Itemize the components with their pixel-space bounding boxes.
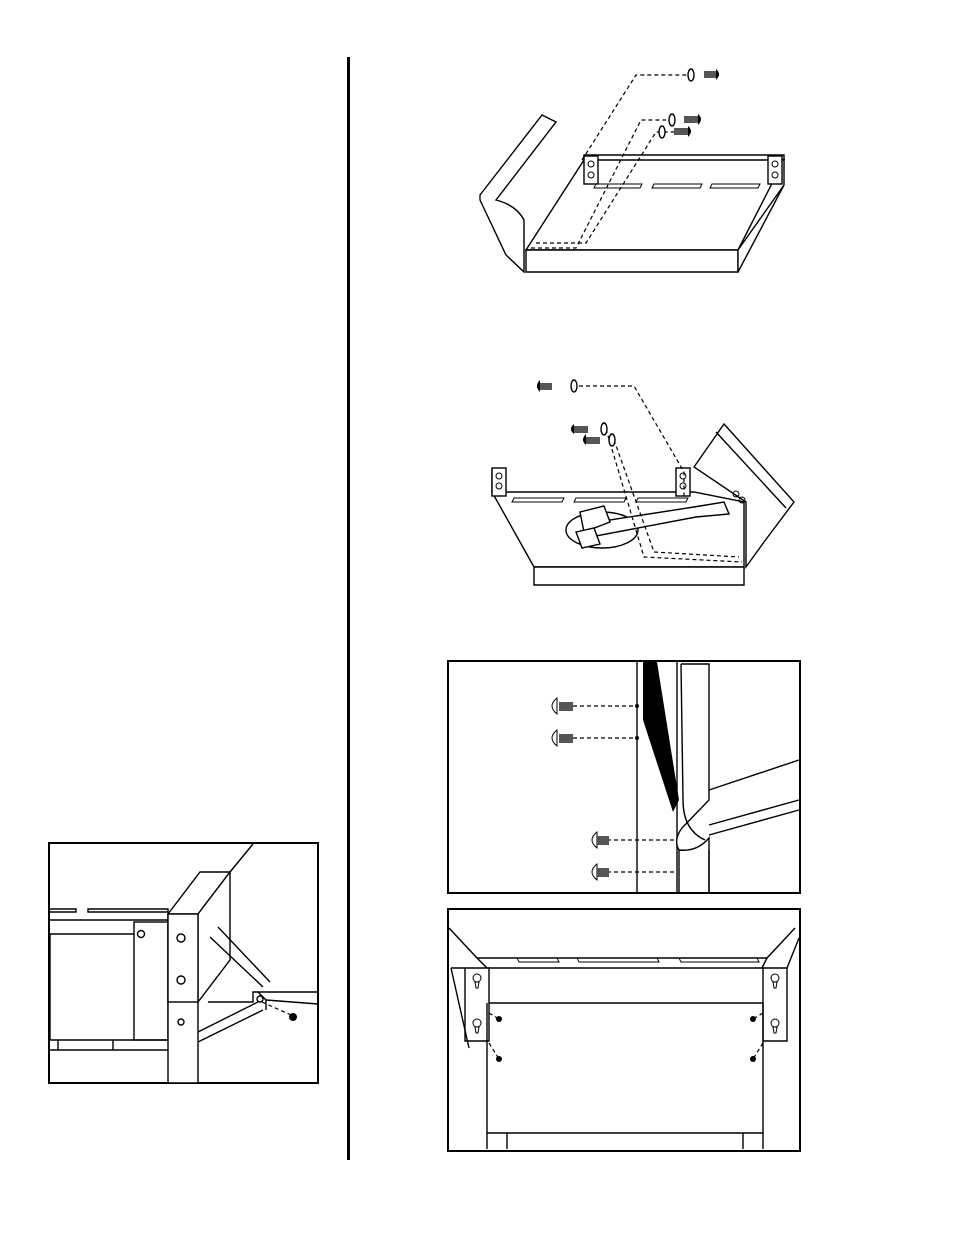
tray-burner-figure <box>484 372 804 592</box>
tray-assembly-top-figure <box>476 60 796 280</box>
cart-front-view-figure <box>447 908 803 1154</box>
column-divider <box>347 57 350 1160</box>
side-frame-attachment-figure <box>447 660 803 896</box>
frame-corner-detail-figure <box>48 842 320 1086</box>
